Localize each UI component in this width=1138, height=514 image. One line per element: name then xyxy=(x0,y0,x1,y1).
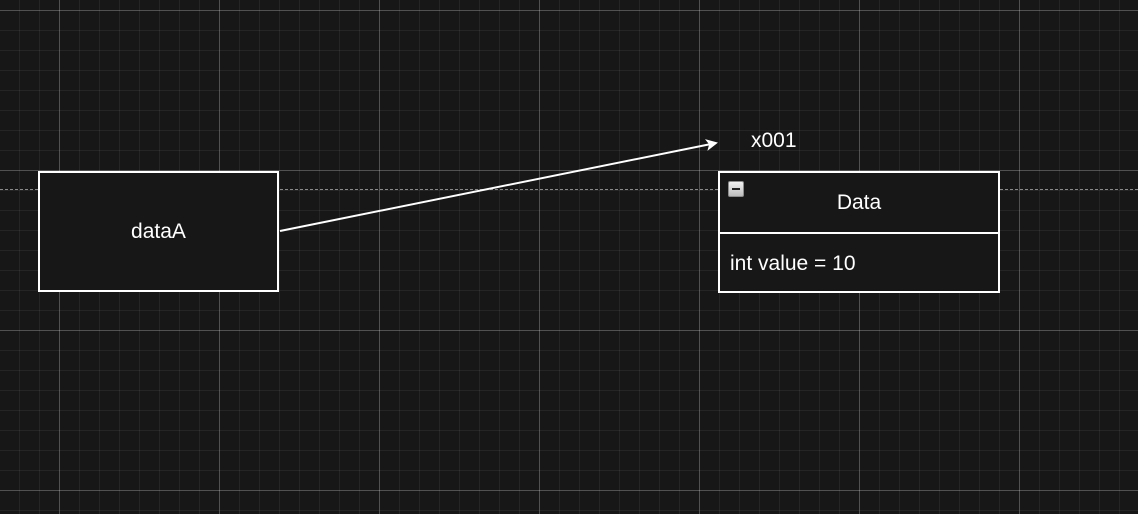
collapse-icon[interactable] xyxy=(728,181,744,197)
node-dataA-label: dataA xyxy=(131,219,186,243)
reference-arrow[interactable] xyxy=(279,139,718,232)
class-header[interactable]: Data xyxy=(720,173,998,234)
arrow-label[interactable]: x001 xyxy=(751,129,797,152)
class-title: Data xyxy=(836,190,882,214)
class-node-data[interactable]: Data int value = 10 xyxy=(718,171,1000,293)
page-break-line xyxy=(0,189,1138,190)
node-dataA[interactable]: dataA xyxy=(38,171,279,292)
class-field[interactable]: int value = 10 xyxy=(730,252,856,275)
